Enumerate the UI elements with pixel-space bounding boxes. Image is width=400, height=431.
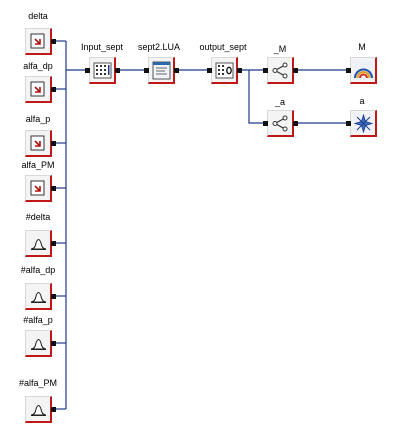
node-label-n-alfa-dp: #alfa_dp bbox=[20, 265, 56, 275]
splitter-icon bbox=[270, 60, 291, 81]
distribution-icon bbox=[28, 333, 49, 354]
output-node-m[interactable] bbox=[346, 57, 377, 84]
node-label-alfa-dp: alfa_dp bbox=[23, 61, 53, 71]
splitter-node-m[interactable] bbox=[263, 57, 298, 84]
distribution-icon bbox=[28, 286, 49, 307]
wire-output-to-split-a bbox=[248, 70, 264, 124]
node-label-alfa-pm: alfa_PM bbox=[21, 160, 55, 170]
distribution-node-alfa-dp[interactable] bbox=[25, 283, 56, 310]
node-label-split-a: _a bbox=[274, 97, 285, 107]
input-node-alfa-p[interactable] bbox=[25, 130, 56, 157]
node-label-n-delta: #delta bbox=[25, 212, 51, 222]
splitter-icon bbox=[270, 113, 291, 134]
input-slot-icon bbox=[28, 31, 49, 52]
script-icon bbox=[151, 60, 172, 81]
node-label-split-m: _M bbox=[273, 44, 287, 54]
input-slot-icon bbox=[28, 79, 49, 100]
input-node-alfa-dp[interactable] bbox=[25, 76, 56, 103]
input-slot-icon bbox=[28, 133, 49, 154]
distribution-icon bbox=[28, 233, 49, 254]
node-label-input-sept: Input_sept bbox=[80, 42, 124, 52]
output-node-a[interactable] bbox=[346, 110, 377, 137]
input-node-alfa-pm[interactable] bbox=[25, 175, 56, 202]
node-label-out-a: a bbox=[359, 96, 365, 106]
node-label-n-alfa-p: #alfa_p bbox=[23, 315, 53, 325]
splitter-node-a[interactable] bbox=[263, 110, 298, 137]
node-label-out-m: M bbox=[358, 42, 366, 52]
grid-output-icon bbox=[214, 60, 235, 81]
node-label-output-sept: output_sept bbox=[199, 42, 247, 52]
distribution-icon bbox=[28, 399, 49, 420]
input-sept-node[interactable] bbox=[85, 57, 120, 84]
distribution-node-alfa-pm[interactable] bbox=[25, 396, 56, 423]
star-plot-icon bbox=[353, 113, 374, 134]
sept2-lua-node[interactable] bbox=[144, 57, 179, 84]
distribution-node-alfa-p[interactable] bbox=[25, 330, 56, 357]
distribution-node-delta[interactable] bbox=[25, 230, 56, 257]
node-label-delta: delta bbox=[28, 11, 48, 21]
output-sept-node[interactable] bbox=[207, 57, 242, 84]
node-label-alfa-p: alfa_p bbox=[25, 114, 51, 124]
grid-table-icon bbox=[92, 60, 113, 81]
input-slot-icon bbox=[28, 178, 49, 199]
rainbow-plot-icon bbox=[353, 60, 374, 81]
node-label-n-alfa-pm: #alfa_PM bbox=[18, 378, 58, 388]
node-label-sept2-lua: sept2.LUA bbox=[137, 42, 181, 52]
input-node-delta[interactable] bbox=[25, 28, 56, 55]
